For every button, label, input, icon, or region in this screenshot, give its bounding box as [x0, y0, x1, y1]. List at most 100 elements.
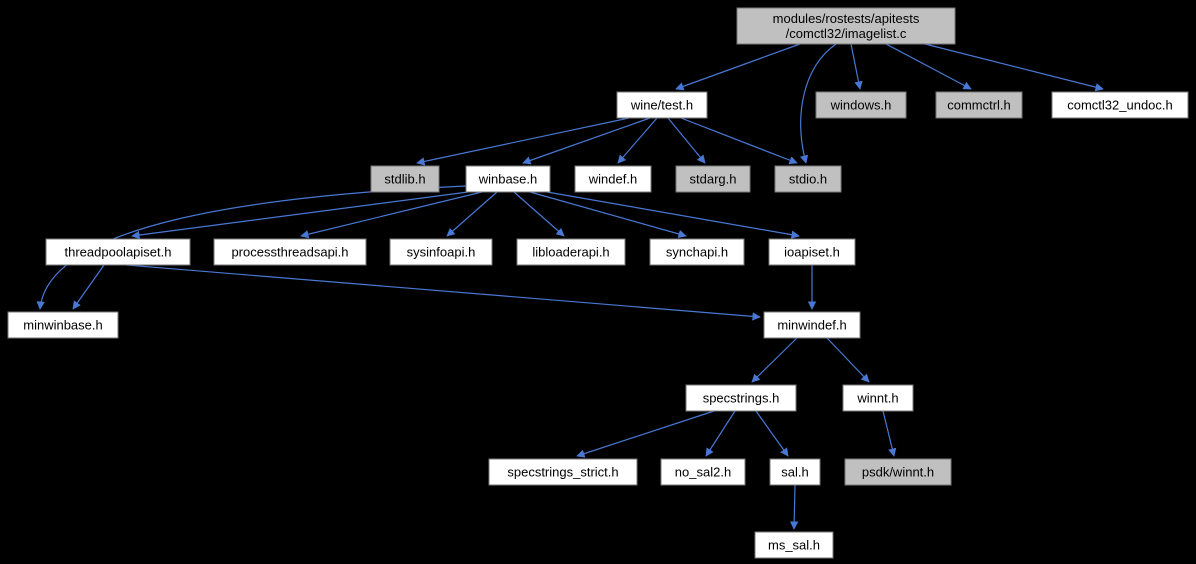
node-box: [675, 165, 751, 193]
node-sysinfoapi-h[interactable]: sysinfoapi.h: [389, 238, 493, 266]
node-label: stdarg.h: [690, 172, 737, 187]
edge-winnt-h-psdk-winnt-h: [882, 410, 897, 457]
edge-imagelist-c-comctl32-undoc-h: [924, 43, 1104, 92]
node-box[interactable]: [45, 238, 191, 266]
node-box[interactable]: [769, 458, 821, 486]
node-label: sal.h: [781, 465, 808, 480]
node-label: ioapiset.h: [784, 245, 840, 260]
node-box: [935, 91, 1023, 119]
node-box: [370, 165, 440, 193]
node-ms-sal-h[interactable]: ms_sal.h: [754, 531, 834, 559]
node-specstrings-h[interactable]: specstrings.h: [685, 384, 797, 412]
node-box[interactable]: [213, 238, 367, 266]
node-box[interactable]: [516, 238, 626, 266]
node-label: modules/rostests/apitests/comctl32/image…: [773, 11, 920, 41]
node-box[interactable]: [389, 238, 493, 266]
edge-specstrings-h-specstrings-strict-h: [576, 410, 715, 458]
node-box: [844, 458, 952, 486]
node-box[interactable]: [488, 458, 638, 486]
node-comctl32-undoc-h[interactable]: comctl32_undoc.h: [1051, 91, 1189, 119]
node-label: specstrings.h: [703, 391, 780, 406]
node-label: sysinfoapi.h: [407, 245, 476, 260]
node-box: [815, 91, 907, 119]
node-winnt-h[interactable]: winnt.h: [842, 384, 914, 412]
node-stdlib-h: stdlib.h: [370, 165, 440, 193]
edge-wine-test-h-stdio-h: [680, 117, 798, 165]
edge-winbase-h-libloaderapi-h: [513, 191, 565, 237]
edge-threadpoolapiset-h-minwinbase-h: [72, 264, 105, 310]
node-label: stdio.h: [789, 172, 827, 187]
node-label: comctl32_undoc.h: [1067, 98, 1173, 113]
edge-imagelist-c-commctrl-h: [885, 43, 972, 90]
node-label: processthreadsapi.h: [231, 245, 348, 260]
node-libloaderapi-h[interactable]: libloaderapi.h: [516, 238, 626, 266]
node-box[interactable]: [574, 165, 652, 193]
node-minwinbase-h[interactable]: minwinbase.h: [7, 311, 119, 339]
node-label: winbase.h: [478, 172, 538, 187]
node-label: psdk/winnt.h: [862, 465, 934, 480]
node-box[interactable]: [754, 531, 834, 559]
node-box[interactable]: [660, 458, 746, 486]
node-label: commctrl.h: [947, 98, 1011, 113]
node-windows-h: windows.h: [815, 91, 907, 119]
node-label: no_sal2.h: [675, 465, 731, 480]
edge-minwindef-h-specstrings-h: [751, 337, 798, 383]
node-box[interactable]: [842, 384, 914, 412]
edge-winbase-h-synchapi-h: [529, 191, 687, 238]
edge-minwindef-h-winnt-h: [826, 337, 870, 383]
node-specstrings-strict-h[interactable]: specstrings_strict.h: [488, 458, 638, 486]
node-ioapiset-h[interactable]: ioapiset.h: [768, 238, 856, 266]
node-imagelist-c: modules/rostests/apitests/comctl32/image…: [736, 7, 956, 45]
node-label: windows.h: [830, 98, 892, 113]
node-label: minwinbase.h: [23, 318, 103, 333]
node-box[interactable]: [465, 165, 551, 193]
node-label: stdlib.h: [384, 172, 425, 187]
node-box[interactable]: [7, 311, 119, 339]
node-label: wine/test.h: [630, 98, 693, 113]
node-label: threadpoolapiset.h: [65, 245, 172, 260]
node-box[interactable]: [768, 238, 856, 266]
node-label: libloaderapi.h: [532, 245, 609, 260]
node-no-sal2-h[interactable]: no_sal2.h: [660, 458, 746, 486]
node-synchapi-h[interactable]: synchapi.h: [649, 238, 745, 266]
node-label: minwindef.h: [777, 318, 846, 333]
node-box[interactable]: [763, 311, 861, 339]
edge-wine-test-h-stdarg-h: [667, 117, 706, 164]
node-box[interactable]: [685, 384, 797, 412]
node-processthreadsapi-h[interactable]: processthreadsapi.h: [213, 238, 367, 266]
node-stdarg-h: stdarg.h: [675, 165, 751, 193]
node-label: ms_sal.h: [768, 538, 820, 553]
node-box: [736, 7, 956, 45]
node-wine-test-h[interactable]: wine/test.h: [616, 91, 708, 119]
node-minwindef-h[interactable]: minwindef.h: [763, 311, 861, 339]
node-box[interactable]: [616, 91, 708, 119]
edge-imagelist-c-wine-test-h: [675, 43, 801, 91]
node-stdio-h: stdio.h: [774, 165, 842, 193]
node-label: synchapi.h: [666, 245, 728, 260]
edge-winbase-h-threadpoolapiset-h: [131, 191, 469, 240]
edge-wine-test-h-windef-h: [617, 117, 658, 164]
node-label: specstrings_strict.h: [507, 465, 618, 480]
node-label: winnt.h: [856, 391, 898, 406]
node-box[interactable]: [1051, 91, 1189, 119]
node-commctrl-h: commctrl.h: [935, 91, 1023, 119]
node-sal-h[interactable]: sal.h: [769, 458, 821, 486]
node-windef-h[interactable]: windef.h: [574, 165, 652, 193]
edge-imagelist-c-stdio-h: [799, 43, 837, 164]
edge-imagelist-c-windows-h: [850, 43, 863, 90]
edge-wine-test-h-stdlib-h: [416, 117, 630, 166]
edge-wine-test-h-winbase-h: [522, 117, 651, 165]
node-label: windef.h: [588, 172, 637, 187]
node-box: [774, 165, 842, 193]
edge-threadpoolapiset-h-minwindef-h: [125, 264, 761, 321]
edge-winbase-h-processthreadsapi-h: [300, 191, 483, 239]
node-box[interactable]: [649, 238, 745, 266]
edge-specstrings-h-sal-h: [755, 410, 789, 457]
node-psdk-winnt-h: psdk/winnt.h: [844, 458, 952, 486]
edge-sal-h-ms-sal-h: [789, 484, 799, 530]
node-winbase-h[interactable]: winbase.h: [465, 165, 551, 193]
edge-winbase-h-sysinfoapi-h: [446, 191, 498, 237]
node-threadpoolapiset-h[interactable]: threadpoolapiset.h: [45, 238, 191, 266]
